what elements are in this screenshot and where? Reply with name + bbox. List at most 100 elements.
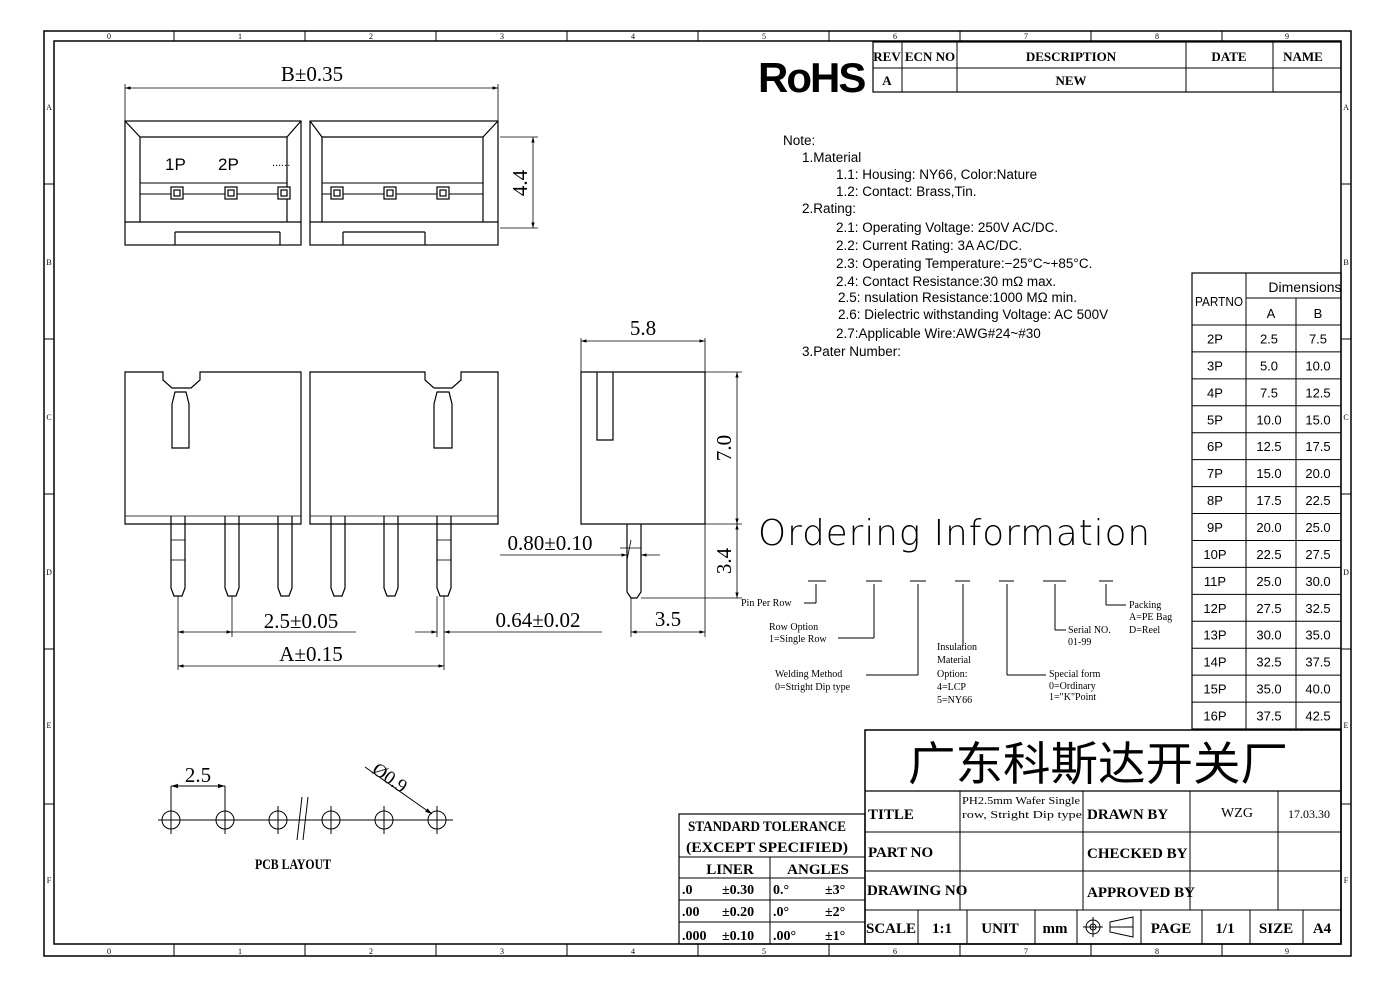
- page-label: PAGE: [1151, 921, 1192, 937]
- packing-value: D=Reel: [1129, 625, 1160, 636]
- dim-b-cell: 7.5: [1309, 331, 1327, 346]
- dim-a-cell: 17.5: [1256, 493, 1281, 508]
- tol-linear-value: ±0.20: [722, 905, 754, 920]
- dim-part-cell: 7P: [1207, 466, 1223, 481]
- dim-b-cell: 15.0: [1305, 412, 1330, 427]
- side-height-label: 7.0: [712, 435, 736, 461]
- col-label: 2: [369, 32, 373, 41]
- row-label: E: [1344, 721, 1349, 730]
- col-label: 7: [1024, 32, 1028, 41]
- note-line: 2.3: Operating Temperature:−25°C~+85°C.: [836, 256, 1092, 271]
- dim-part-cell: 5P: [1207, 412, 1223, 427]
- welding-value: 0=Stright Dip type: [775, 682, 851, 693]
- rev-header: REV: [873, 49, 901, 64]
- tol-angle-digits: .00°: [773, 929, 796, 944]
- dim-part-cell: 11P: [1204, 574, 1226, 589]
- pin-position-label: 3.5: [655, 607, 681, 631]
- dim-part-cell: 8P: [1207, 493, 1223, 508]
- dim-b-cell: 20.0: [1305, 466, 1330, 481]
- connector-pin: [277, 516, 293, 597]
- row-label: C: [1343, 413, 1348, 422]
- tol-linear-digits: .0: [682, 883, 693, 898]
- dim-part-cell: 2P: [1207, 331, 1223, 346]
- date-header: DATE: [1211, 49, 1246, 64]
- row-label: A: [46, 103, 52, 112]
- pin-per-row-label: Pin Per Row: [741, 598, 792, 609]
- drawn-by-label: DRAWN BY: [1087, 807, 1168, 823]
- title-value: row, Stright Dip type: [962, 810, 1083, 821]
- note-line: 2.4: Contact Resistance:30 mΩ max.: [836, 274, 1056, 289]
- side-width-label: 5.8: [630, 316, 656, 340]
- row-label: B: [1343, 258, 1348, 267]
- dim-a-cell: 12.5: [1256, 439, 1281, 454]
- col-label: 9: [1285, 947, 1289, 956]
- connector-pin: [170, 516, 186, 597]
- note-line: 2.2: Current Rating: 3A AC/DC.: [836, 238, 1022, 253]
- tol-angle-digits: .0°: [773, 905, 789, 920]
- dim-a-cell: 2.5: [1260, 331, 1278, 346]
- connector-pin: [436, 516, 452, 597]
- dim-part-cell: 15P: [1203, 682, 1226, 697]
- note-line: Note:: [783, 133, 815, 148]
- note-line: 2.Rating:: [802, 201, 856, 216]
- front-view: [124, 371, 602, 670]
- dim-height-label: 4.4: [508, 169, 532, 196]
- tol-angle-value: ±3°: [825, 883, 845, 898]
- scale-value: 1:1: [932, 921, 952, 937]
- drawn-date: 17.03.30: [1288, 807, 1330, 821]
- dim-a-cell: 20.0: [1256, 520, 1281, 535]
- dim-part-cell: 9P: [1207, 520, 1223, 535]
- col-label: 3: [500, 32, 504, 41]
- unit-label: UNIT: [981, 921, 1019, 937]
- tolerance-subtitle: (EXCEPT SPECIFIED): [686, 840, 848, 856]
- checked-by-label: CHECKED BY: [1087, 846, 1188, 862]
- col-a-header: A: [1267, 306, 1276, 321]
- dim-part-cell: 3P: [1207, 358, 1223, 373]
- note-line: 2.7:Applicable Wire:AWG#24~#30: [836, 326, 1041, 341]
- dim-b-label: B±0.35: [281, 62, 343, 86]
- dim-part-cell: 14P: [1203, 655, 1226, 670]
- col-label: 1: [238, 32, 242, 41]
- pin-dots: ......: [272, 157, 290, 169]
- rohs-mark: RoHS: [758, 54, 865, 101]
- angles-header: ANGLES: [787, 862, 849, 878]
- col-label: 5: [762, 32, 766, 41]
- col-label: 8: [1155, 947, 1159, 956]
- tol-linear-value: ±0.30: [722, 883, 754, 898]
- tol-linear-digits: .00: [682, 905, 700, 920]
- note-line: 1.2: Contact: Brass,Tin.: [836, 184, 977, 199]
- pin-length-label: 3.4: [712, 547, 736, 574]
- dim-a-cell: 32.5: [1256, 655, 1281, 670]
- col-label: 7: [1024, 947, 1028, 956]
- size-value: A4: [1313, 921, 1332, 937]
- packing-label: Packing: [1129, 600, 1161, 611]
- col-label: 2: [369, 947, 373, 956]
- revision-table: REV ECN NO DESCRIPTION DATE NAME A NEW: [872, 41, 1342, 93]
- note-line: 3.Pater Number:: [802, 344, 901, 359]
- ordering-callouts: [804, 580, 1126, 676]
- liner-header: LINER: [706, 862, 754, 878]
- special-label: Special form: [1049, 669, 1101, 680]
- rev-value: A: [882, 73, 892, 88]
- welding-label: Welding Method: [775, 669, 842, 680]
- dim-a-cell: 35.0: [1256, 682, 1281, 697]
- side-view: [500, 338, 742, 637]
- col-label: 3: [500, 947, 504, 956]
- unit-value: mm: [1043, 921, 1068, 937]
- row-label: D: [1343, 568, 1349, 577]
- note-line: 1.Material: [802, 150, 861, 165]
- insulation-value: 4=LCP: [937, 682, 966, 693]
- col-label: 8: [1155, 32, 1159, 41]
- note-line: 2.6: Dielectric withstanding Voltage: AC…: [838, 307, 1108, 322]
- pin-2-label: 2P: [218, 155, 239, 174]
- dim-b-cell: 10.0: [1305, 358, 1330, 373]
- insulation-label: Material: [937, 655, 971, 666]
- pin-width-label: 0.64±0.02: [495, 608, 580, 632]
- dim-b-cell: 42.5: [1305, 709, 1330, 724]
- pin-1-label: 1P: [165, 155, 186, 174]
- row-label: E: [47, 721, 52, 730]
- packing-value: A=PE Bag: [1129, 612, 1172, 623]
- dim-a-label: A±0.15: [279, 642, 342, 666]
- insulation-label: Insulation: [937, 642, 977, 653]
